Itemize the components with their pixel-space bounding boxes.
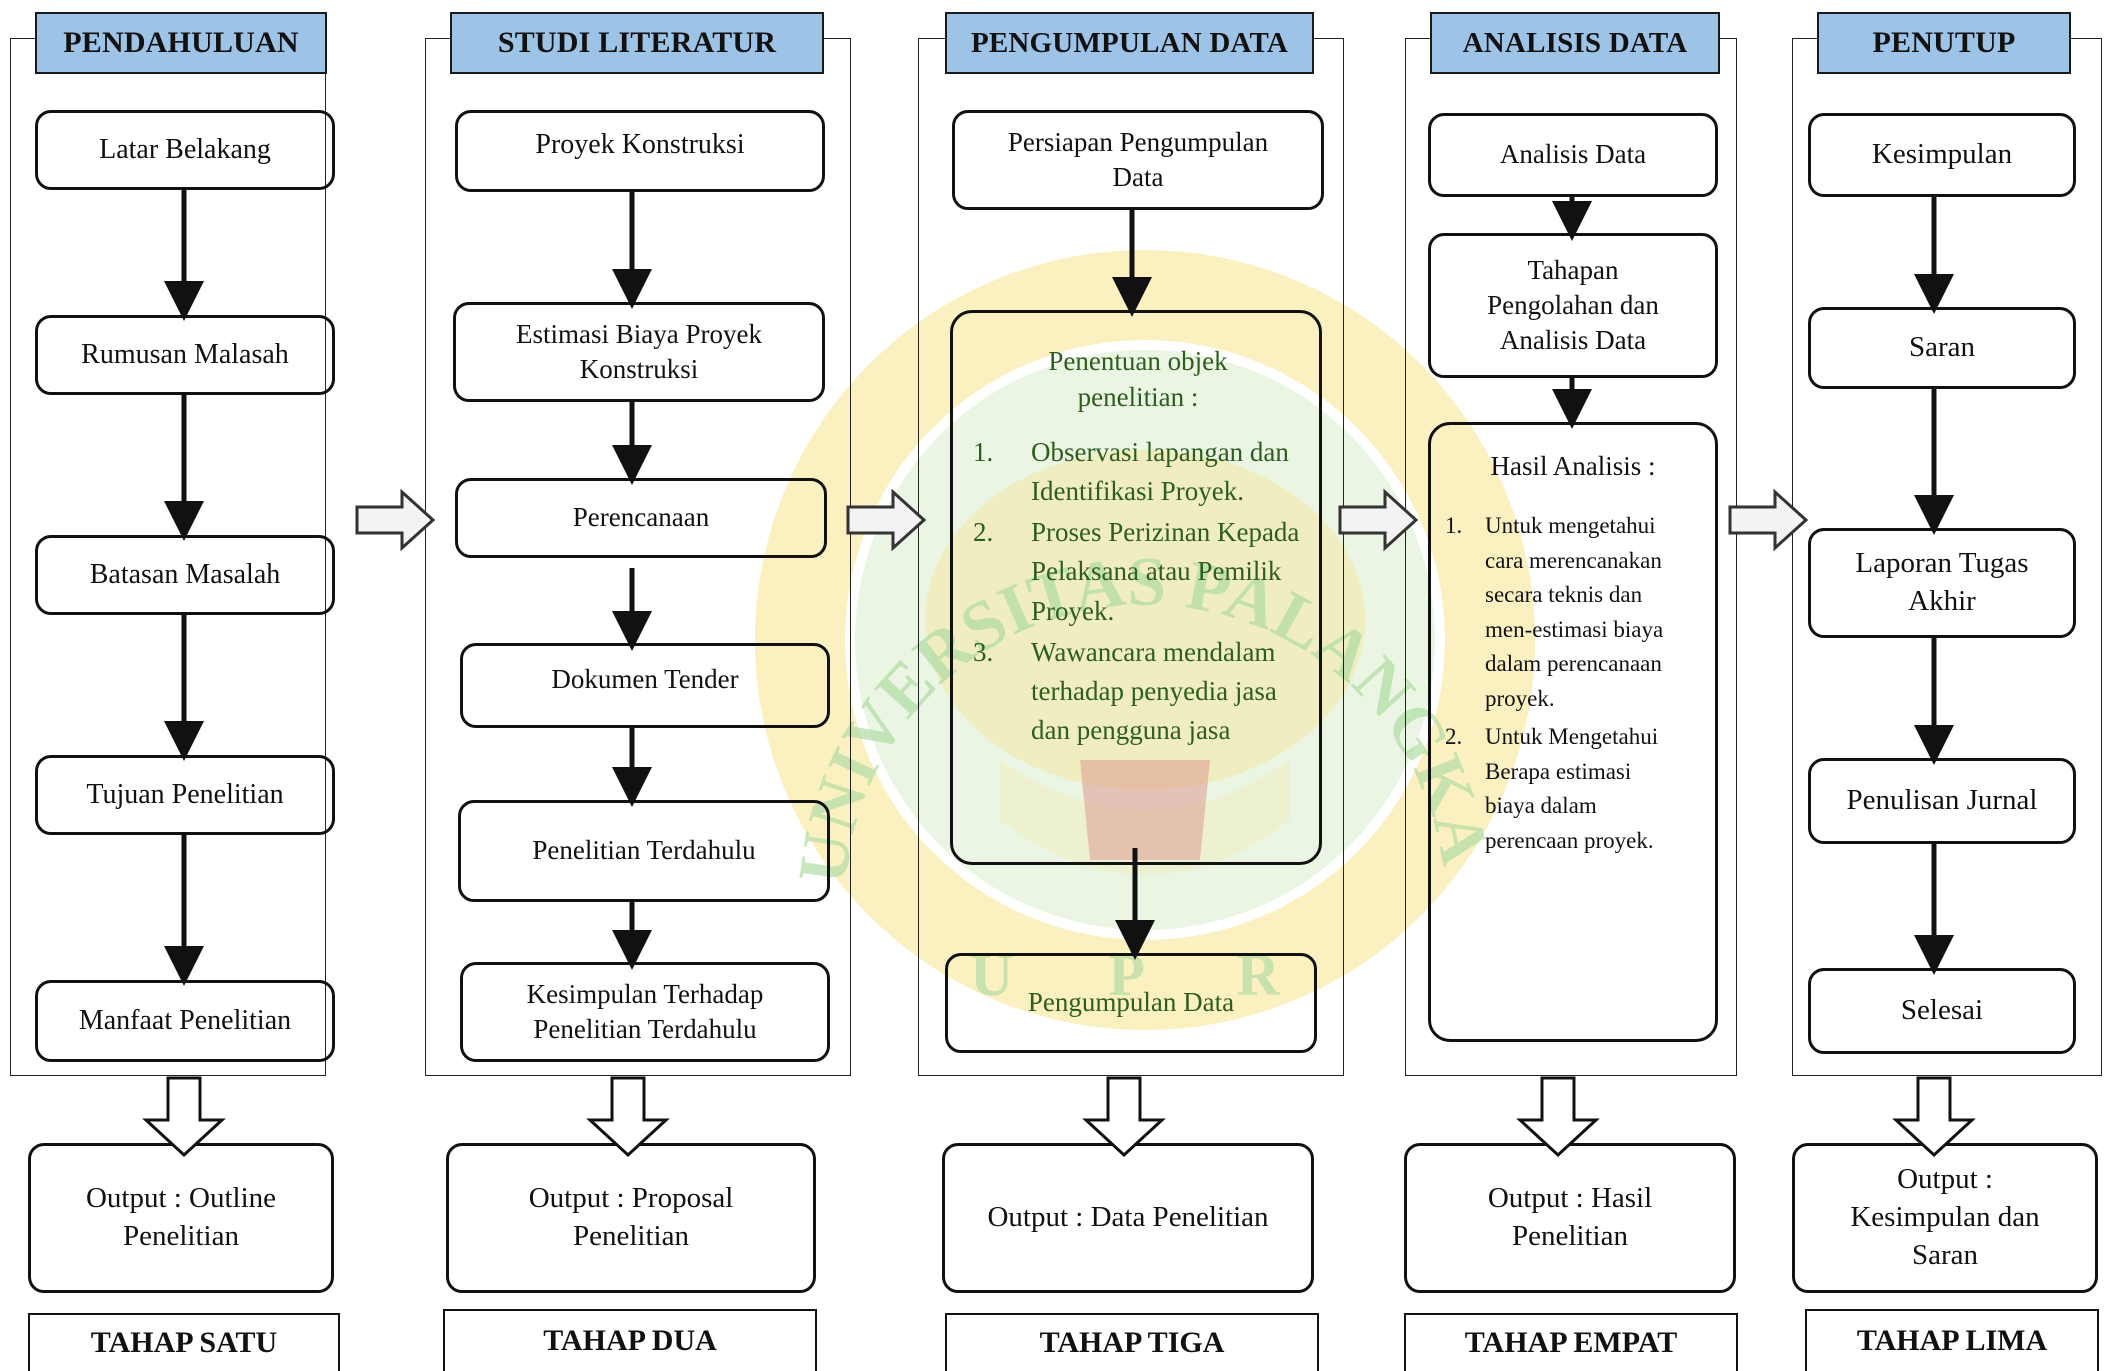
step-box: Penulisan Jurnal [1808, 758, 2076, 844]
output-box: Output : Proposal Penelitian [446, 1143, 816, 1293]
step-box: Tujuan Penelitian [35, 755, 335, 835]
detail-list-item: 2.Proses Perizinan Kepada Pelaksana atau… [973, 517, 1300, 626]
column-header-pengumpulan-data: PENGUMPULAN DATA [945, 12, 1314, 74]
detail-list: 1.Observasi lapangan dan Identifikasi Pr… [973, 433, 1313, 750]
right-block-arrow [1338, 488, 1419, 552]
output-box: Output : Outline Penelitian [28, 1143, 334, 1293]
step-box: Latar Belakang [35, 110, 335, 190]
detail-title: Hasil Analisis : [1490, 451, 1656, 481]
detail-box-hasil-analisis: Hasil Analisis : 1.Untuk mengetahui cara… [1428, 422, 1718, 1042]
right-block-arrow [355, 488, 436, 552]
column-header-pendahuluan: PENDAHULUAN [35, 12, 327, 74]
stage-label: TAHAP EMPAT [1404, 1313, 1738, 1371]
detail-list-item: 3.Wawancara mendalam terhadap penyedia j… [973, 636, 1277, 745]
column-header-studi-literatur: STUDI LITERATUR [450, 12, 824, 74]
stage-label: TAHAP LIMA [1805, 1309, 2099, 1371]
step-box: Kesimpulan [1808, 113, 2076, 197]
stage-label: TAHAP DUA [443, 1309, 817, 1371]
step-box: Laporan Tugas Akhir [1808, 528, 2076, 638]
down-block-arrow [1892, 1076, 1976, 1158]
step-box: Tahapan Pengolahan dan Analisis Data [1428, 233, 1718, 378]
column-header-analisis-data: ANALISIS DATA [1430, 12, 1720, 74]
step-box: Persiapan Pengumpulan Data [952, 110, 1324, 210]
step-box: Analisis Data [1428, 113, 1718, 197]
step-box: Kesimpulan Terhadap Penelitian Terdahulu [460, 962, 830, 1062]
detail-list: 1.Untuk mengetahui cara merencanakan sec… [1445, 509, 1685, 858]
stage-label: TAHAP TIGA [945, 1313, 1319, 1371]
detail-title: Penentuan objek penelitian : [1048, 346, 1228, 413]
detail-list-item: 1.Observasi lapangan dan Identifikasi Pr… [973, 437, 1289, 507]
right-block-arrow [1728, 488, 1809, 552]
down-block-arrow [1516, 1076, 1600, 1158]
down-block-arrow [586, 1076, 670, 1158]
stage-label: TAHAP SATU [28, 1313, 340, 1371]
column-header-penutup: PENUTUP [1817, 12, 2071, 74]
detail-list-item: 2.Untuk Mengetahui Berapa estimasi biaya… [1445, 724, 1659, 853]
detail-list-item: 1.Untuk mengetahui cara merencanakan sec… [1445, 513, 1664, 711]
down-block-arrow [1082, 1076, 1166, 1158]
down-block-arrow [142, 1076, 226, 1158]
step-box: Proyek Konstruksi [455, 110, 825, 192]
detail-box-penentuan-objek: Penentuan objek penelitian : 1.Observasi… [950, 310, 1322, 865]
right-block-arrow [846, 488, 927, 552]
